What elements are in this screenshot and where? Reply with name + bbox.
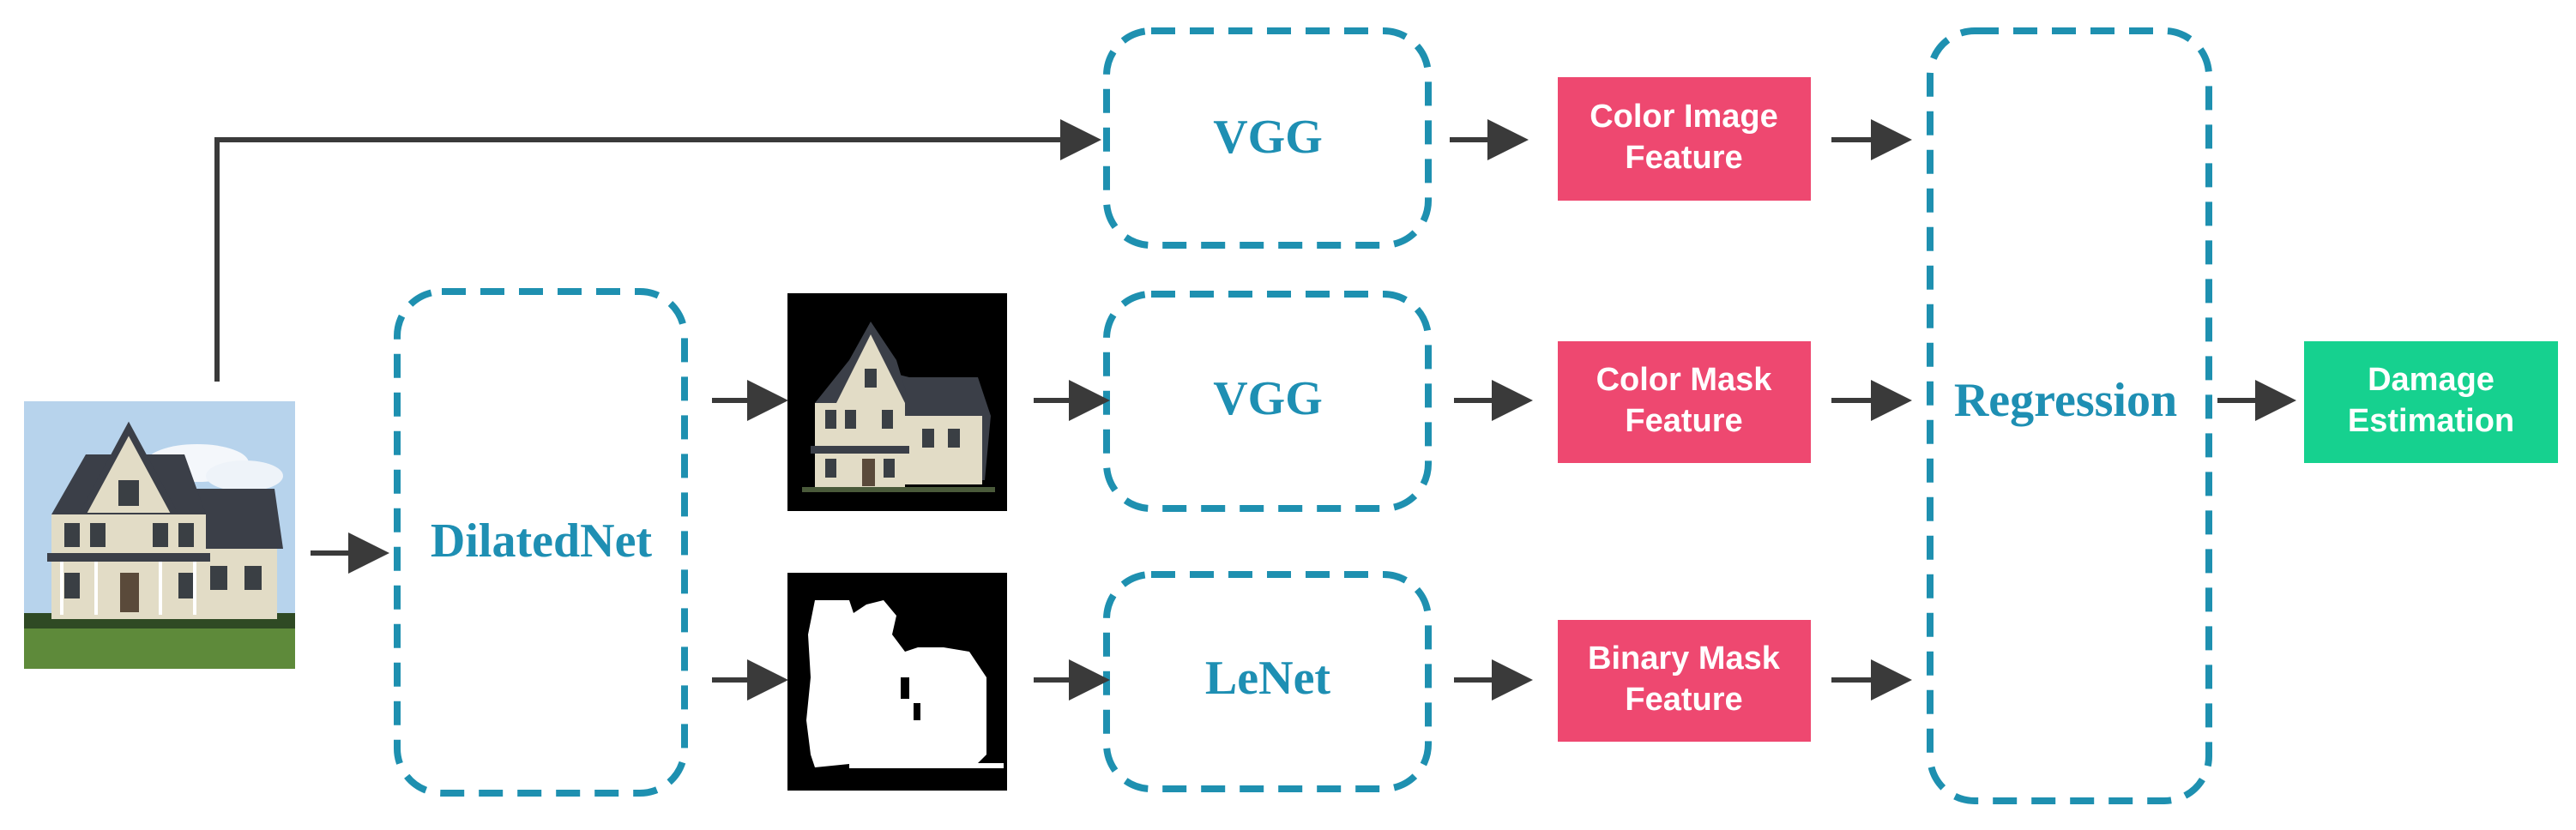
- binary-mask-image: [787, 573, 1007, 791]
- regression-label: Regression: [1954, 374, 2177, 427]
- color-mask-image: [787, 293, 1007, 511]
- vgg-top-label: VGG: [1213, 111, 1323, 164]
- binary-mask-feature-line1: Binary Mask: [1588, 641, 1781, 677]
- color-image-feature-box: Color Image Feature: [1558, 77, 1811, 201]
- color-mask-feature-line1: Color Mask: [1596, 362, 1773, 398]
- damage-estimation-box: Damage Estimation: [2304, 341, 2558, 463]
- vgg-middle-label: VGG: [1213, 372, 1323, 425]
- input-house-photo: [24, 401, 295, 669]
- vgg-top-box: [1103, 27, 1432, 249]
- regression-box: [1927, 27, 2212, 804]
- dilatednet-box: [394, 288, 688, 797]
- binary-mask-feature-line2: Feature: [1625, 682, 1742, 718]
- lenet-label: LeNet: [1205, 652, 1331, 705]
- damage-estimation-line2: Estimation: [2348, 403, 2514, 439]
- dilatednet-label: DilatedNet: [431, 514, 653, 568]
- arrow-photo-to-vgg-top: [214, 119, 1101, 382]
- color-image-feature-line1: Color Image: [1590, 99, 1778, 135]
- color-image-feature-line2: Feature: [1625, 140, 1742, 176]
- color-mask-feature-line2: Feature: [1625, 403, 1742, 439]
- damage-estimation-line1: Damage: [2368, 362, 2495, 398]
- color-mask-feature-box: Color Mask Feature: [1558, 341, 1811, 463]
- binary-mask-feature-box: Binary Mask Feature: [1558, 620, 1811, 742]
